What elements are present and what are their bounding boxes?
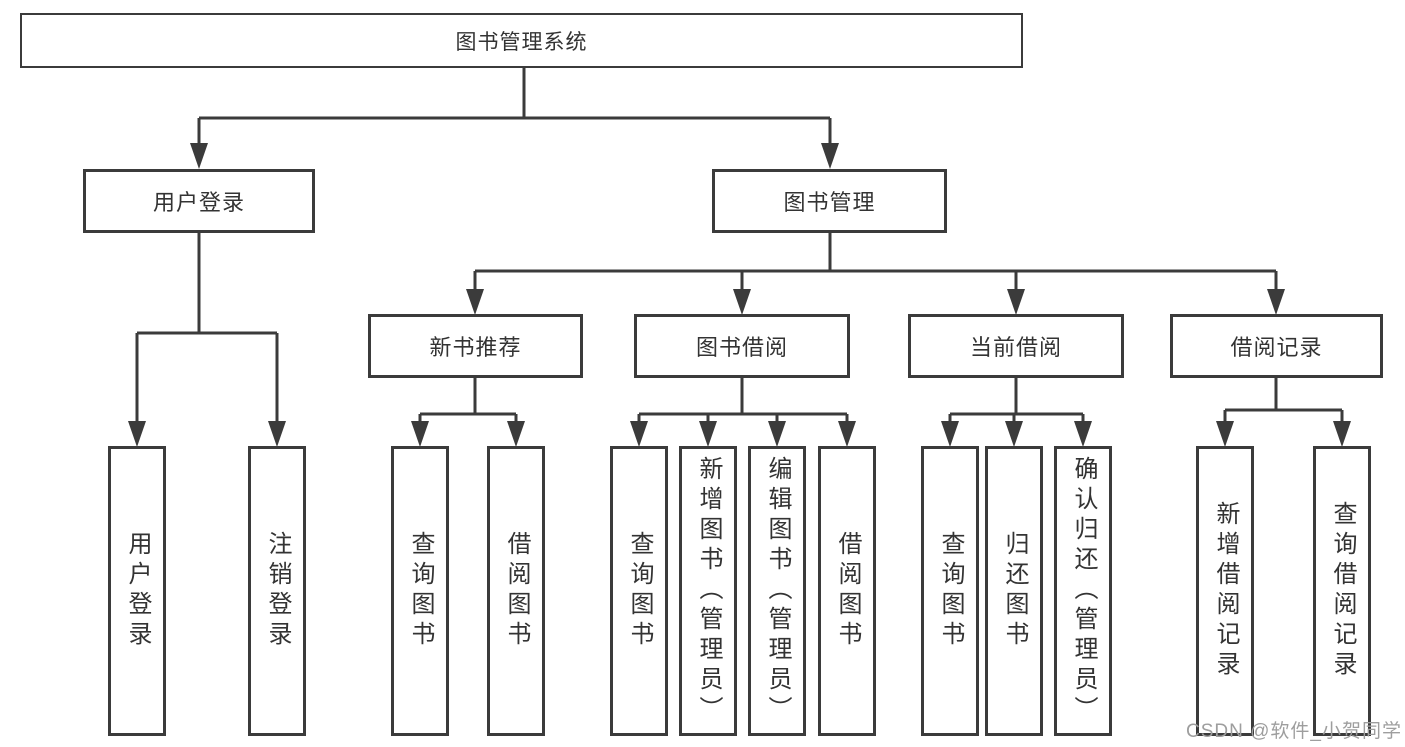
node-new-book-recommend: 新书推荐	[368, 314, 583, 378]
connector-borrow-records	[1223, 378, 1344, 425]
connector-root	[197, 68, 832, 148]
arrow-icon	[838, 421, 856, 447]
arrow-icon	[1216, 421, 1234, 447]
arrow-icon	[1005, 421, 1023, 447]
leaf-label: 确认归还（管理员）	[1070, 456, 1097, 726]
arrow-icon	[466, 289, 484, 315]
arrow-icon	[733, 289, 751, 315]
arrow-icon	[630, 421, 648, 447]
arrow-icon	[1267, 289, 1285, 315]
connector-book-borrow	[637, 378, 849, 425]
arrow-icon	[507, 421, 525, 447]
connector-user-login	[135, 233, 279, 425]
connector-book-management	[473, 233, 1278, 293]
leaf-borrow-books: 借阅图书	[487, 446, 545, 736]
arrow-icon	[768, 421, 786, 447]
leaf-confirm-return-admin: 确认归还（管理员）	[1054, 446, 1112, 736]
arrow-icon	[268, 421, 286, 447]
leaf-label: 归还图书	[1001, 531, 1028, 651]
leaf-label: 新增图书（管理员）	[695, 456, 722, 726]
node-user-login: 用户登录	[83, 169, 315, 233]
leaf-label: 用户登录	[124, 531, 151, 651]
leaf-label: 注销登录	[264, 531, 291, 651]
arrow-icon	[411, 421, 429, 447]
arrow-icon	[699, 421, 717, 447]
leaf-logout: 注销登录	[248, 446, 306, 736]
node-book-borrow: 图书借阅	[634, 314, 850, 378]
connector-current-borrow	[948, 378, 1085, 425]
node-current-borrow: 当前借阅	[908, 314, 1124, 378]
leaf-label: 查询图书	[407, 531, 434, 651]
arrow-icon	[190, 143, 208, 169]
leaf-label: 新增借阅记录	[1212, 501, 1239, 681]
arrowheads	[128, 143, 1351, 447]
leaf-label: 借阅图书	[834, 531, 861, 651]
node-borrow-records: 借阅记录	[1170, 314, 1383, 378]
leaf-add-books-admin: 新增图书（管理员）	[679, 446, 737, 736]
leaf-label: 查询图书	[626, 531, 653, 651]
leaf-return-books: 归还图书	[985, 446, 1043, 736]
leaf-query-books: 查询图书	[610, 446, 668, 736]
leaf-label: 查询图书	[937, 531, 964, 651]
leaf-edit-books-admin: 编辑图书（管理员）	[748, 446, 806, 736]
arrow-icon	[1007, 289, 1025, 315]
leaf-query-books: 查询图书	[391, 446, 449, 736]
node-book-management: 图书管理	[712, 169, 947, 233]
leaf-label: 编辑图书（管理员）	[764, 456, 791, 726]
leaf-label: 借阅图书	[503, 531, 530, 651]
leaf-query-books: 查询图书	[921, 446, 979, 736]
leaf-borrow-books: 借阅图书	[818, 446, 876, 736]
arrow-icon	[1074, 421, 1092, 447]
arrow-icon	[821, 143, 839, 169]
node-library-management-system: 图书管理系统	[20, 13, 1023, 68]
leaf-add-borrow-record: 新增借阅记录	[1196, 446, 1254, 736]
arrow-icon	[941, 421, 959, 447]
leaf-label: 查询借阅记录	[1329, 501, 1356, 681]
arrow-icon	[128, 421, 146, 447]
leaf-query-borrow-record: 查询借阅记录	[1313, 446, 1371, 736]
leaf-user-login: 用户登录	[108, 446, 166, 736]
connector-new-book-recommend	[418, 378, 518, 425]
csdn-watermark: CSDN @软件_小贺同学	[1186, 721, 1402, 742]
arrow-icon	[1333, 421, 1351, 447]
